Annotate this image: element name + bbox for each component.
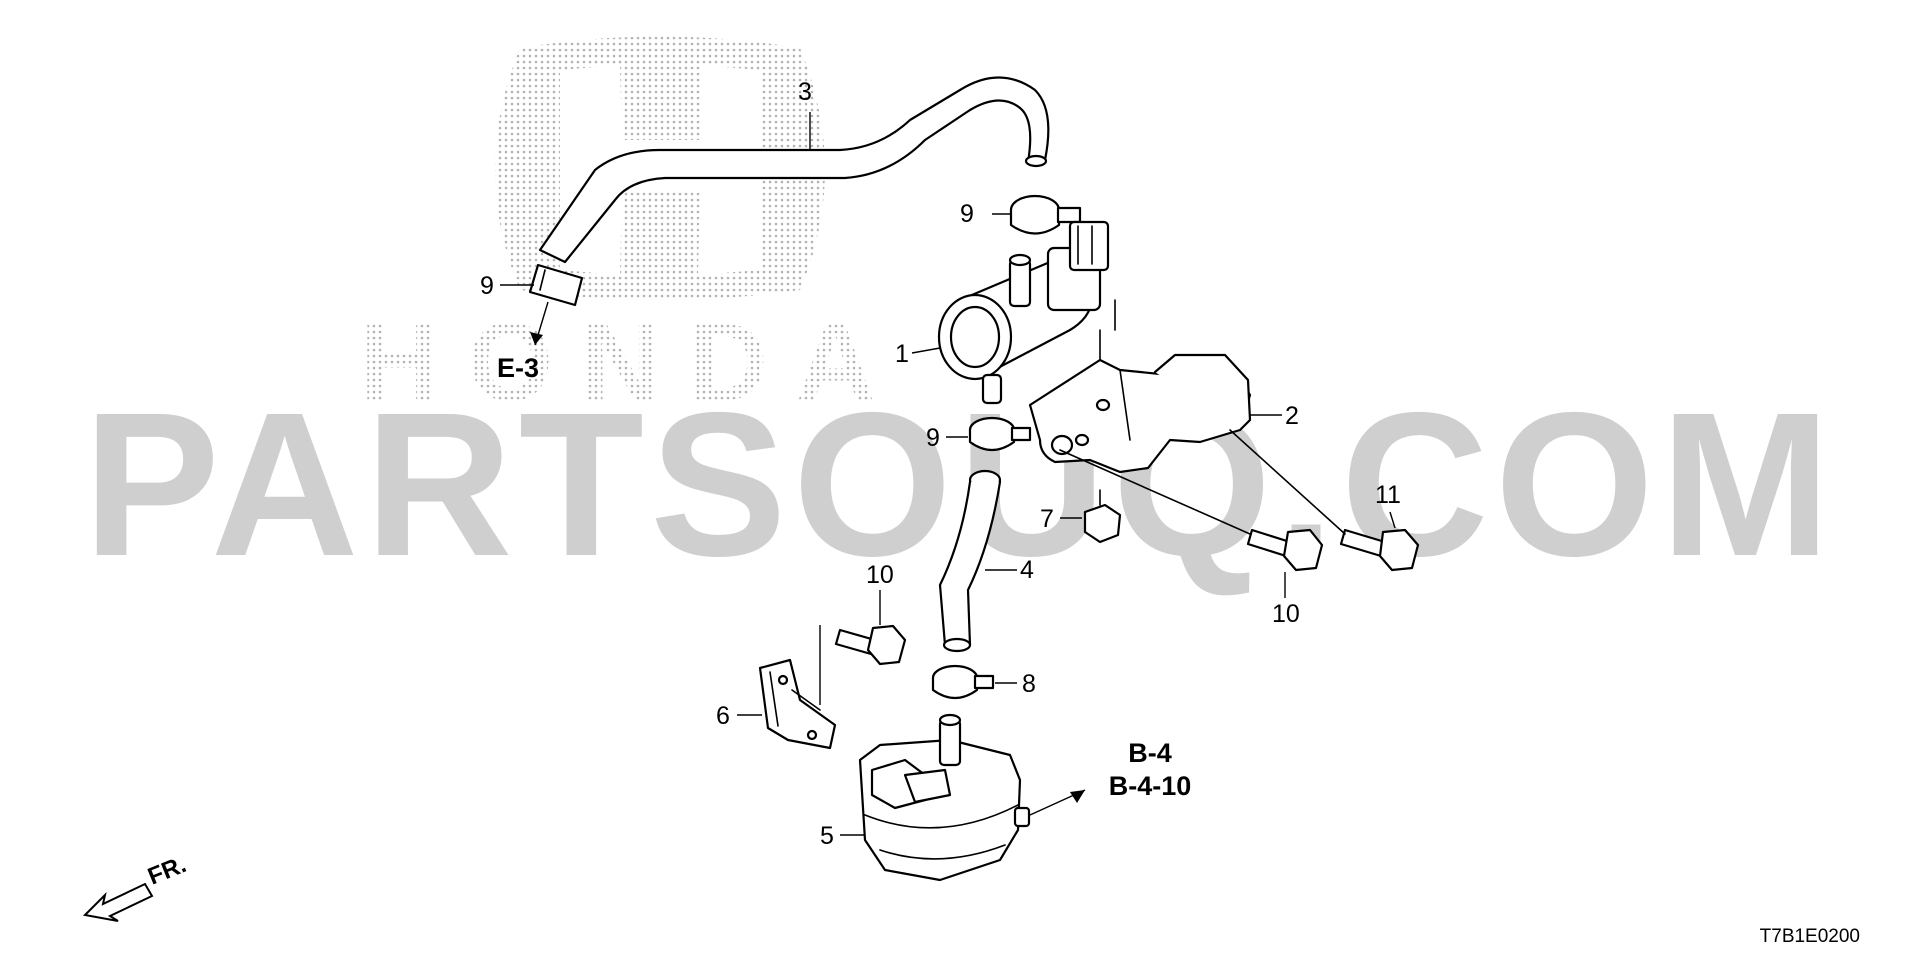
callout-numbers: 3 9 9 1 2 9 7 4 10 10 11 8 6 5 [480, 78, 1401, 850]
reference-b4[interactable]: B-4 [1128, 738, 1172, 768]
front-label: FR. [144, 851, 190, 891]
front-direction-indicator: FR. [82, 851, 190, 922]
part-10-bolt-right[interactable] [1059, 449, 1324, 572]
callout-10-right[interactable]: 10 [1272, 600, 1300, 628]
part-9-clip-middle[interactable] [968, 416, 1032, 452]
part-2-bracket[interactable] [1028, 299, 1252, 474]
diagram-code: T7B1E0200 [1760, 926, 1860, 947]
part-6-stay[interactable] [758, 625, 837, 750]
callout-6[interactable]: 6 [716, 702, 730, 730]
callout-10-left[interactable]: 10 [866, 561, 894, 589]
part-9-clip-upper[interactable] [528, 263, 584, 307]
callout-5[interactable]: 5 [820, 822, 834, 850]
part-5-canister[interactable] [858, 713, 1031, 882]
callout-3[interactable]: 3 [798, 78, 812, 106]
reference-e3[interactable]: E-3 [497, 353, 539, 383]
part-4-lower-tube[interactable] [938, 469, 1002, 653]
leader-lines [500, 112, 1396, 836]
part-11-bolt[interactable] [1229, 429, 1420, 572]
part-3-upper-tube[interactable] [538, 76, 1050, 264]
callout-2[interactable]: 2 [1285, 402, 1299, 430]
part-8-clip[interactable] [931, 664, 995, 700]
callout-9-top[interactable]: 9 [960, 200, 974, 228]
callout-1[interactable]: 1 [895, 340, 909, 368]
part-9-clip-top[interactable] [1009, 194, 1082, 235]
callout-9-middle[interactable]: 9 [926, 424, 940, 452]
callout-9-left[interactable]: 9 [480, 272, 494, 300]
honda-wordmark-watermark: HONDA [360, 301, 903, 424]
reference-b4-10[interactable]: B-4-10 [1109, 771, 1192, 801]
callout-11[interactable]: 11 [1375, 481, 1401, 509]
part-7-nut[interactable] [1083, 489, 1122, 544]
callout-8[interactable]: 8 [1022, 670, 1036, 698]
part-10-bolt-left[interactable] [834, 624, 907, 666]
callout-4[interactable]: 4 [1020, 556, 1034, 584]
part-1-solenoid-valve[interactable] [937, 220, 1110, 405]
callout-7[interactable]: 7 [1040, 505, 1054, 533]
honda-logo-watermark: HONDA [360, 36, 903, 424]
